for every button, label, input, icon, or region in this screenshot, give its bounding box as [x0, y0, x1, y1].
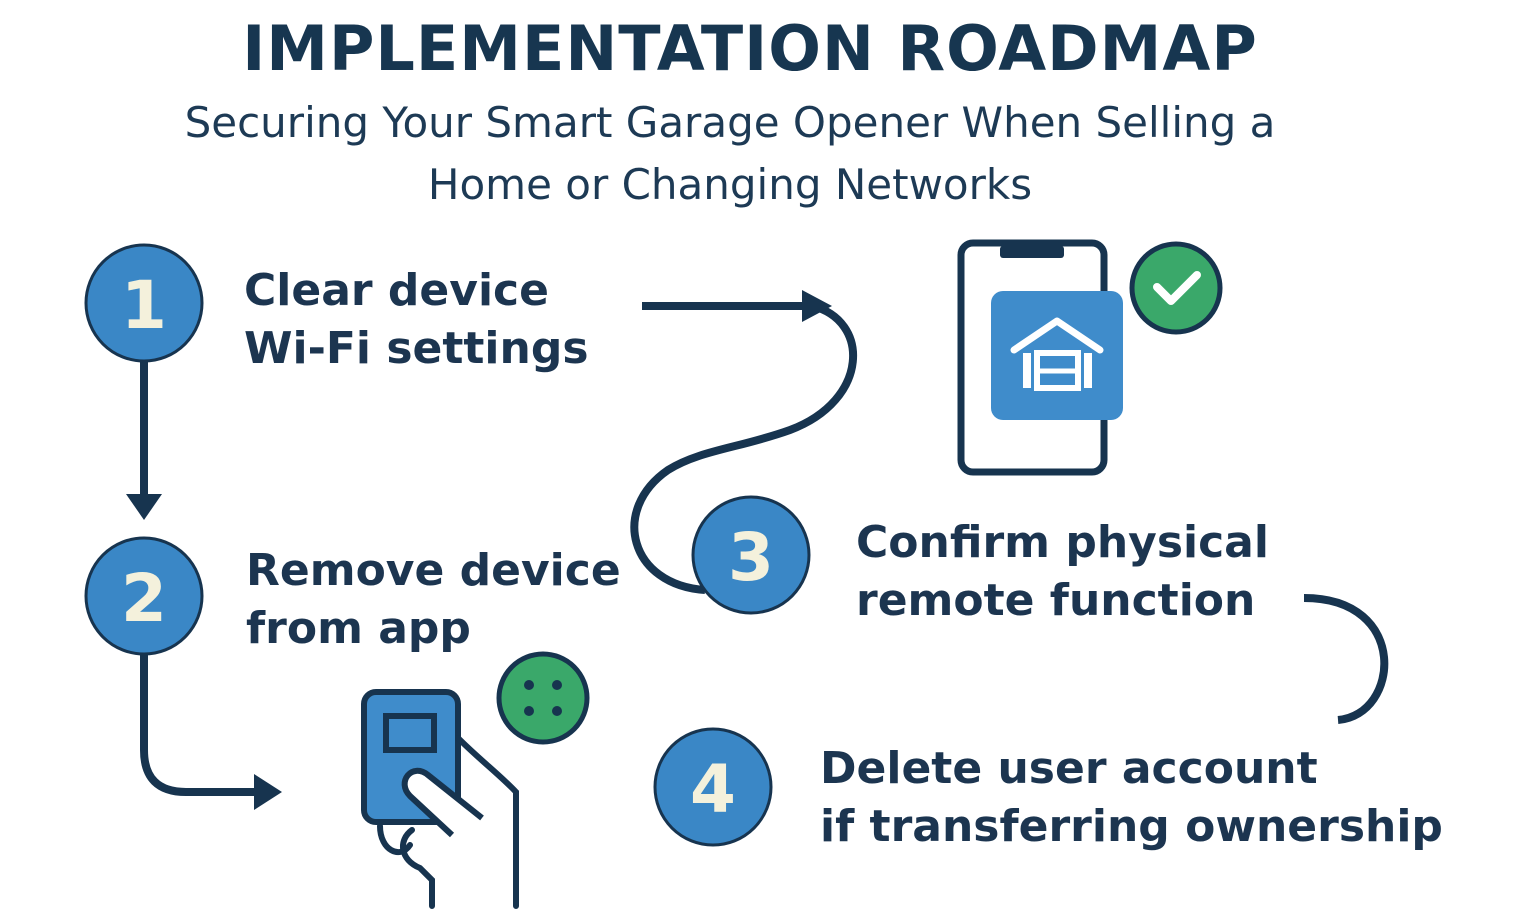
step-2-line-1: Remove device: [246, 545, 621, 596]
step-4-line-2: if transferring ownership: [820, 801, 1443, 852]
hand-icon: [377, 735, 519, 909]
step-3-label: Confirm physical remote function: [856, 514, 1269, 630]
step-3-line-1: Confirm physical: [856, 517, 1269, 568]
green-button-icon: [496, 651, 590, 745]
step-2-line-2: from app: [246, 603, 471, 654]
step-4-badge: 4: [653, 727, 773, 847]
step-3-badge: 3: [691, 495, 811, 615]
step-1-number: 1: [121, 267, 167, 344]
step-2-number: 2: [121, 560, 167, 637]
arrow-step2-to-remote: [140, 655, 282, 810]
garage-door-app-icon: [991, 291, 1123, 420]
page-title: IMPLEMENTATION ROADMAP: [242, 12, 1258, 85]
step-4-line-1: Delete user account: [820, 743, 1318, 794]
step-4-label: Delete user account if transferring owne…: [820, 740, 1443, 856]
step-2-label: Remove device from app: [246, 542, 621, 658]
step-3-line-2: remote function: [856, 575, 1256, 626]
step-3-number: 3: [728, 519, 774, 596]
page-subtitle: Securing Your Smart Garage Opener When S…: [184, 98, 1276, 209]
arrow-step1-to-step2: [126, 362, 162, 520]
step-1-line-2: Wi-Fi settings: [244, 323, 589, 374]
arrow-step3-to-step4: [1303, 594, 1389, 724]
arrow-step1-to-step3: [630, 290, 857, 594]
step-1-label: Clear device Wi-Fi settings: [244, 262, 589, 378]
step-4-number: 4: [690, 751, 736, 828]
step-2-badge: 2: [84, 536, 204, 656]
checkmark-icon: [1129, 241, 1223, 335]
step-1-badge: 1: [84, 243, 204, 363]
step-1-line-1: Clear device: [244, 265, 549, 316]
